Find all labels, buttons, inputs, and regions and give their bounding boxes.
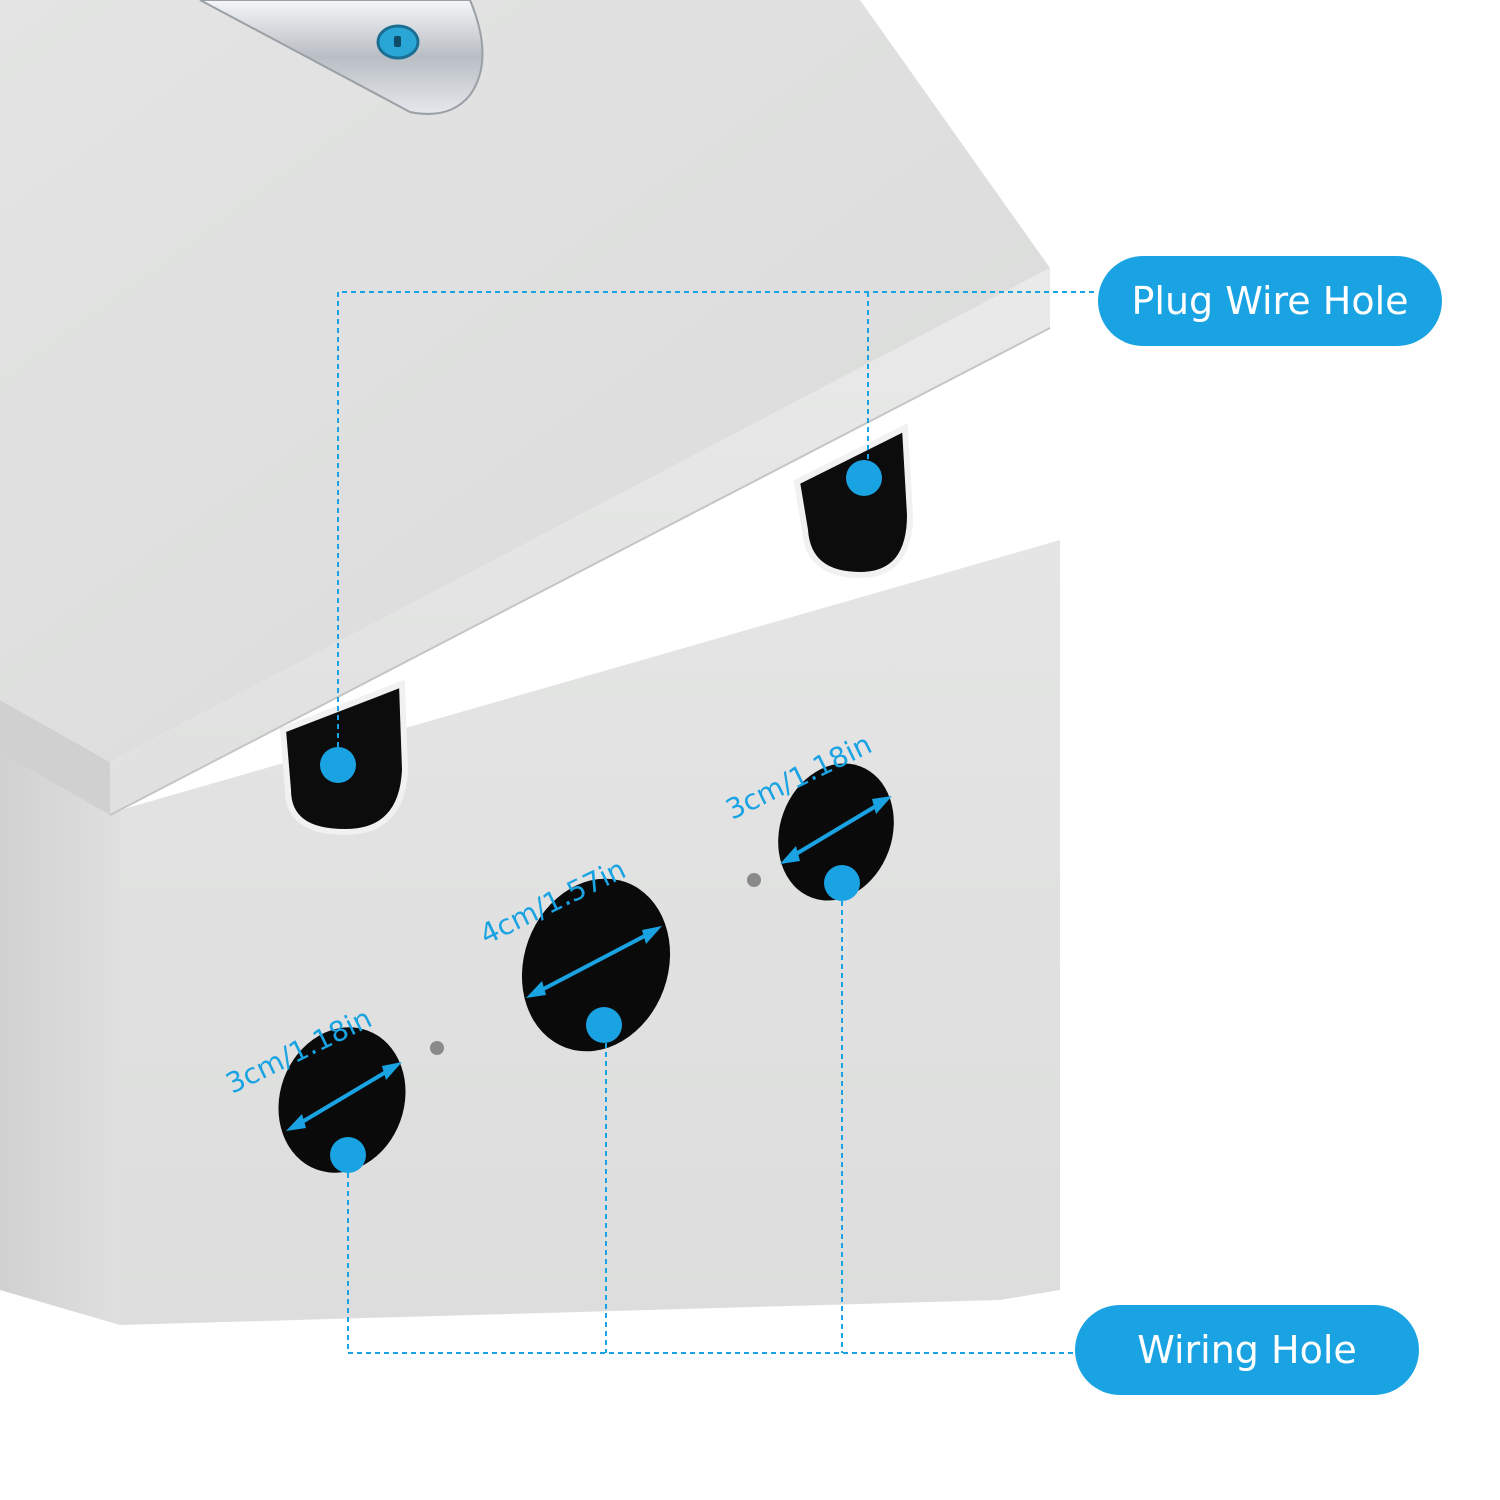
- box-left-side: [0, 745, 120, 1325]
- plug-wire-slot-right: [793, 423, 914, 579]
- wiring-hole-middle: [521, 878, 671, 1052]
- lid-seam: [109, 327, 1051, 816]
- dot-plug-right: [846, 460, 882, 496]
- wiring-leaders: [347, 883, 1075, 1354]
- dot-plug-left: [320, 747, 356, 783]
- dimension-arrows: [286, 796, 892, 1131]
- dot-wiring-middle: [586, 1007, 622, 1043]
- box-lid-side: [0, 700, 110, 815]
- screw: [430, 1041, 444, 1055]
- wiring-hole-callout: Wiring Hole: [1075, 1305, 1419, 1395]
- dot-wiring-left: [330, 1137, 366, 1173]
- target-dots: [320, 460, 882, 1173]
- box-lid-front: [110, 268, 1050, 815]
- box-lid-top: [0, 0, 1050, 762]
- lock-handle: [199, 0, 484, 115]
- dot-wiring-right: [824, 865, 860, 901]
- plug-wire-leaders: [337, 291, 1098, 765]
- plug-wire-hole-callout: Plug Wire Hole: [1098, 256, 1442, 346]
- screw: [747, 873, 761, 887]
